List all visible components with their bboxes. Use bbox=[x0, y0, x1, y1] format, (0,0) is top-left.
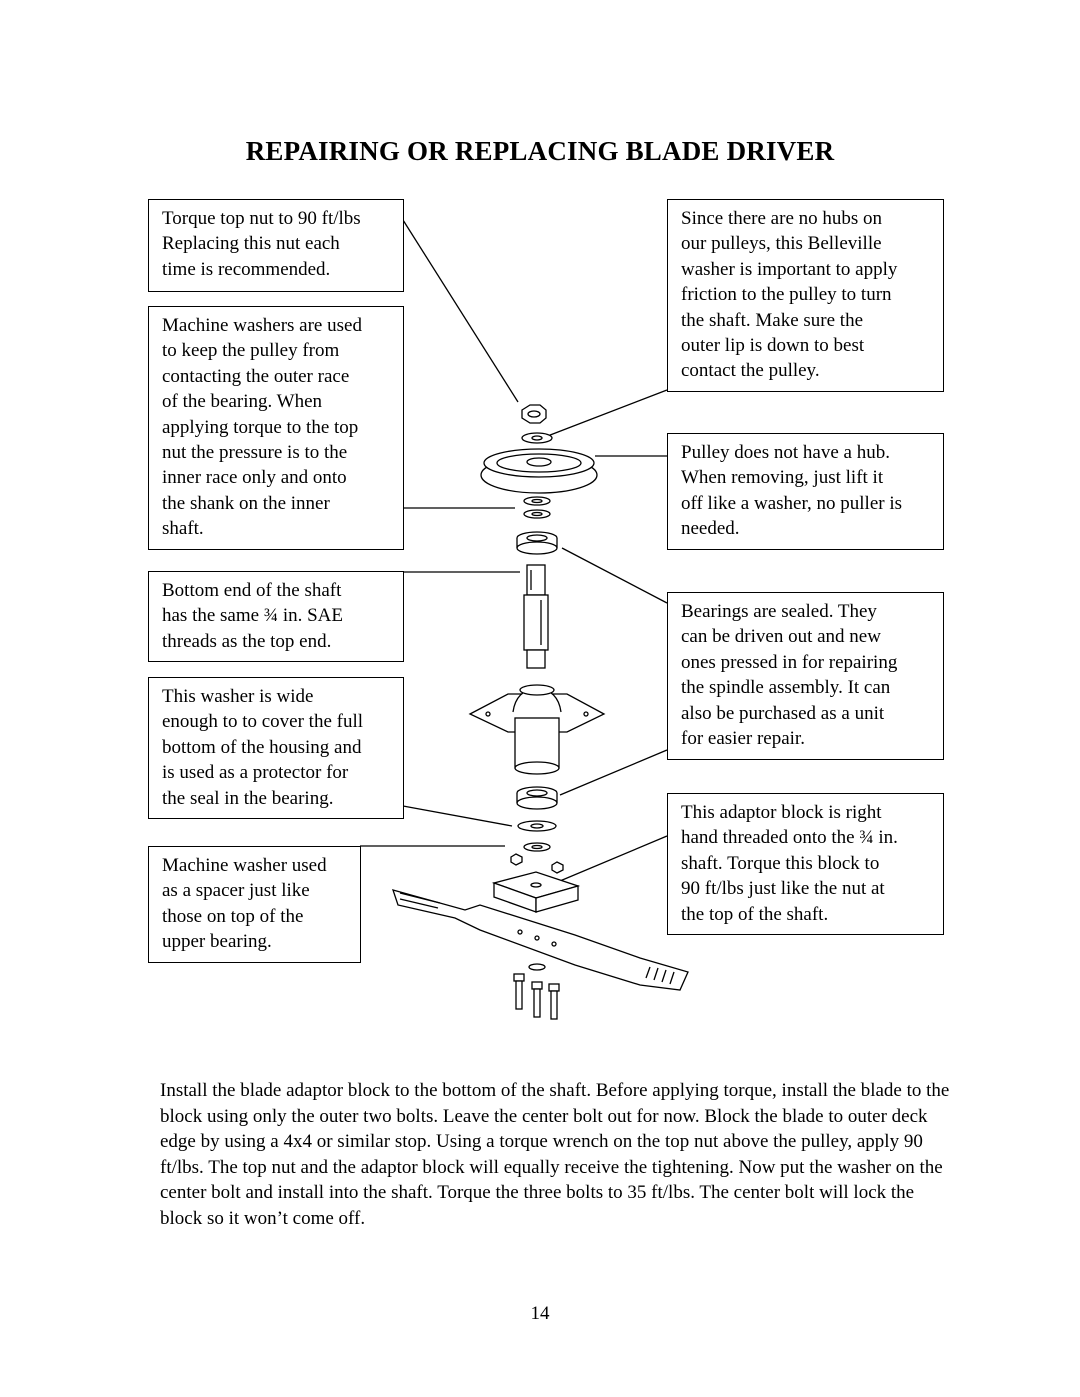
callout-wide-washer: This washer is wide enough to to cover t… bbox=[148, 677, 404, 819]
callout-spacer-washer: Machine washer used as a spacer just lik… bbox=[148, 846, 361, 963]
callout-machine-washers: Machine washers are used to keep the pul… bbox=[148, 306, 404, 550]
page-title: REPAIRING OR REPLACING BLADE DRIVER bbox=[245, 136, 835, 166]
page-number: 14 bbox=[530, 1303, 550, 1324]
lower-bearing-icon bbox=[516, 786, 558, 810]
callout-belleville-washer: Since there are no hubs on our pulleys, … bbox=[667, 199, 944, 392]
leader-belleville bbox=[544, 389, 668, 438]
pulley-icon bbox=[480, 448, 598, 494]
leader-bearings-lower bbox=[559, 749, 668, 796]
spindle-housing-icon bbox=[468, 684, 606, 775]
leader-adaptor-block bbox=[547, 835, 668, 887]
upper-bearing-icon bbox=[516, 531, 558, 555]
leader-top-nut bbox=[402, 219, 519, 403]
spindle-shaft-icon bbox=[523, 564, 549, 669]
callout-bearings: Bearings are sealed. They can be driven … bbox=[667, 592, 944, 760]
callout-pulley: Pulley does not have a hub. When removin… bbox=[667, 433, 944, 550]
bolt-icon bbox=[513, 963, 560, 1020]
machine-washer-icon bbox=[523, 496, 551, 519]
leader-bearings-upper bbox=[561, 547, 668, 604]
spacer-washer-icon bbox=[523, 842, 551, 852]
callout-top-nut: Torque top nut to 90 ft/lbs Replacing th… bbox=[148, 199, 404, 292]
top-nut-icon bbox=[521, 404, 547, 424]
wide-washer-icon bbox=[517, 820, 557, 832]
callout-shaft-bottom: Bottom end of the shaft has the same ¾ i… bbox=[148, 571, 404, 662]
instructions-paragraph: Install the blade adaptor block to the b… bbox=[160, 1080, 950, 1229]
leader-wide-washer bbox=[402, 805, 513, 827]
mower-blade-icon bbox=[391, 889, 689, 991]
callout-adaptor-block: This adaptor block is right hand threade… bbox=[667, 793, 944, 935]
small-nut-icon bbox=[510, 853, 564, 874]
adaptor-block-icon bbox=[491, 871, 581, 913]
belleville-washer-icon bbox=[521, 432, 553, 444]
